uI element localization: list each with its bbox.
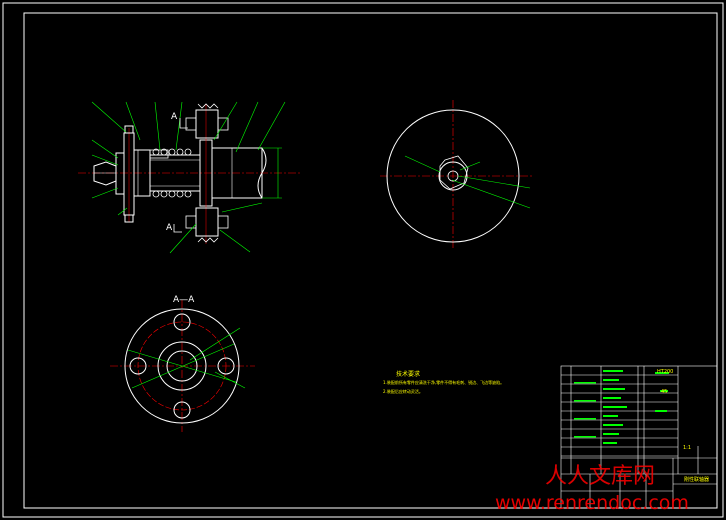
title-block[interactable] — [560, 365, 718, 509]
title-block-scale: 1:1 — [683, 445, 692, 451]
title-block-sheet: 45 — [661, 389, 668, 395]
title-block-drawing-name: 刚性联轴器 — [684, 477, 710, 483]
side-view[interactable] — [380, 100, 532, 250]
front-section-view[interactable] — [78, 101, 300, 254]
title-block-material: HT200 — [657, 369, 674, 375]
notes-heading: 技术要求 — [396, 371, 421, 378]
section-label-bottom: A — [166, 223, 173, 233]
title-block-cell-text — [574, 370, 669, 444]
section-label-top: A — [171, 112, 178, 122]
section-a-a-title: A—A — [173, 295, 195, 305]
notes-line-2: 2.装配后应转动灵活。 — [383, 389, 423, 394]
inner-frame — [23, 12, 718, 509]
watermark-url[interactable]: www.renrendoc.com — [495, 492, 689, 514]
section-a-a-view[interactable] — [110, 300, 255, 432]
notes-line-1: 1.装配前所有零件应清洗干净,零件不得有毛刺、锐边、飞边等缺陷。 — [383, 380, 505, 385]
watermark-cn: 人人文库网 — [545, 464, 656, 489]
